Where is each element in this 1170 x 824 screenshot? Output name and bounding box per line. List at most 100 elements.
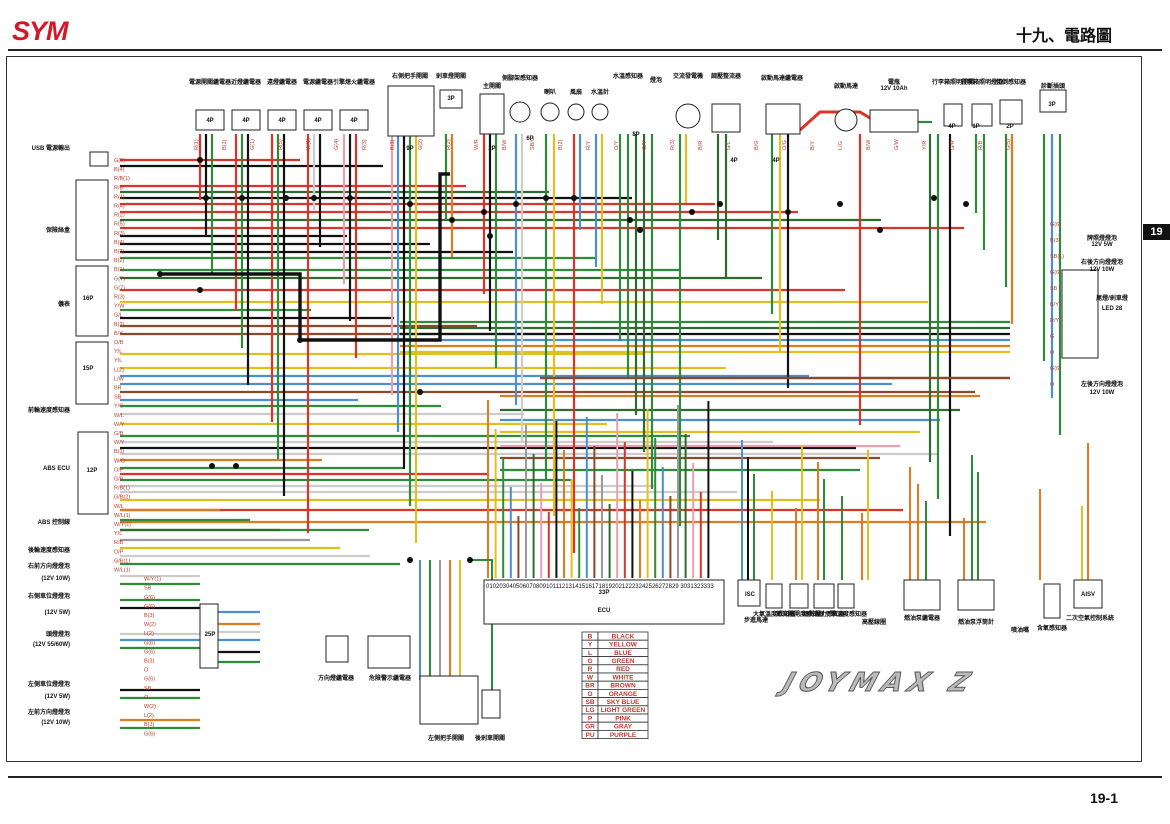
left-wire-code: SB	[114, 395, 122, 401]
top-caption-22: 傾倒感知器	[995, 78, 1027, 86]
led-taillight	[1061, 269, 1099, 359]
horn-icon	[540, 102, 560, 122]
connector-label: 6P	[526, 136, 533, 142]
top-wire-code: Y/R	[922, 141, 928, 150]
junction-dot	[837, 201, 843, 207]
bottom-caption-14: 燃油泵浮筒計	[958, 618, 994, 626]
left-wire-code: SB	[144, 586, 152, 592]
top-wire-code: B/G	[754, 141, 760, 150]
usb-output	[89, 151, 109, 167]
bottom-caption-5: 33P	[599, 590, 610, 596]
hazard-relay	[367, 635, 411, 669]
junction-dot	[481, 209, 487, 215]
top-wire-code: L/G	[838, 141, 844, 150]
right-wire-code: G	[1050, 334, 1054, 340]
junction-dot	[487, 233, 493, 239]
junction-dot	[297, 337, 303, 343]
top-caption-20: 行李箱照明開關	[931, 78, 974, 86]
bottom-caption-13: 燃油泵繼電器	[904, 614, 941, 622]
bottom-caption-10: 絕對壓力感知器	[803, 610, 846, 618]
connector-label: 4P	[314, 118, 321, 124]
top-wire-code: B(3)	[390, 139, 396, 150]
headlight-6p-connector	[199, 603, 219, 669]
top-wire-code: G(4)	[334, 139, 340, 150]
side-stand-sensor	[509, 101, 531, 123]
left-wire-code: G(5)	[114, 158, 125, 164]
tas-box	[765, 583, 783, 609]
left-wire-code: W/Y(1)	[144, 577, 161, 583]
top-components	[195, 85, 1067, 137]
power-switch-relay	[195, 109, 225, 131]
connector-label: 12P	[87, 468, 98, 474]
trunk-light-switch	[943, 103, 963, 127]
connector-label: 8P	[632, 132, 639, 138]
left-caption-6: 後輪速度感知器	[28, 546, 71, 554]
main-switch	[479, 93, 505, 135]
left-wire-code: G/B(2)	[114, 495, 130, 501]
left-wire-code: L(2)	[114, 367, 124, 373]
top-caption-12: 水溫感知器	[613, 72, 644, 80]
left-wire-code: B(1)	[114, 449, 125, 455]
map-box	[813, 583, 835, 609]
top-caption-13: 燈泡	[650, 76, 662, 84]
legend-code: BR	[585, 683, 595, 690]
connector-label: 3P	[447, 96, 454, 102]
top-caption-23: 診斷插頭	[1041, 82, 1066, 90]
left-wire-code: R(1)	[114, 194, 125, 200]
top-wire-code: B/Y	[810, 141, 816, 150]
chapter-title: 十九、電路圖	[1015, 26, 1112, 45]
left-wire-code: G/L	[114, 313, 123, 319]
oxygen-sensor	[1043, 583, 1061, 619]
connector-label: 9P	[406, 146, 413, 152]
right-wire-code: G(6)	[1050, 270, 1061, 276]
regulator-rectifier	[711, 103, 741, 133]
bottom-components	[483, 269, 1103, 625]
top-caption-7: 主開關	[483, 82, 501, 90]
left-caption-13: 左側車位燈燈泡	[27, 680, 70, 688]
junction-dot	[717, 201, 723, 207]
left-wire-code: R/B(1)	[114, 176, 130, 182]
left-caption-16: (12V 10W)	[41, 720, 70, 726]
top-caption-18: 電瓶	[888, 78, 900, 86]
power-relay	[303, 109, 333, 131]
left-caption-9: 右側車位燈燈泡	[27, 592, 70, 600]
brake-light-switch	[439, 89, 463, 109]
top-wire-code: O/G	[782, 140, 788, 150]
left-caption-7: 右前方向燈燈泡	[27, 562, 70, 570]
left-caption-5: ABS 控制線	[38, 518, 70, 526]
junction-dot	[407, 201, 413, 207]
top-caption-2: 遠燈繼電器	[267, 78, 298, 86]
junction-dot	[203, 195, 209, 201]
right-caption-1: 12V 5W	[1091, 242, 1113, 248]
left-wire-code: O/B	[114, 340, 124, 346]
bottom-caption-7: 步進馬達	[744, 616, 769, 624]
battery	[869, 109, 919, 133]
left-wire-code: G/B	[114, 431, 124, 437]
left-wire-code: O/P	[114, 549, 124, 555]
top-wire-code: B(1)	[222, 139, 228, 150]
connector-label: 16P	[83, 296, 94, 302]
left-wire-code: L(2)	[144, 713, 154, 719]
left-wire-code: W/Y	[114, 422, 125, 428]
legend-name: GREEN	[611, 658, 634, 665]
top-wire-code: R(3)	[670, 139, 676, 150]
top-wire-code: G/W	[894, 138, 900, 150]
fuse-box	[75, 179, 109, 261]
chapter-tab[interactable]: 19	[1143, 224, 1170, 240]
junction-dot	[407, 557, 413, 563]
left-wire-code: W/Y	[114, 440, 125, 446]
left-wire-code: BR	[114, 386, 122, 392]
left-wire-code: B(3)	[144, 659, 155, 665]
left-wire-code: W/L(1)	[114, 513, 131, 519]
top-wire-code: R/B	[978, 141, 984, 151]
left-wire-code: G(6)	[144, 649, 155, 655]
left-wire-code: R(3)	[114, 231, 125, 237]
left-wire-code: R/B	[114, 185, 124, 191]
junction-dot	[157, 271, 163, 277]
left-wire-code: W/L	[114, 413, 124, 419]
right-wire-code: G(6)	[1050, 366, 1061, 372]
meter-block-a	[75, 265, 109, 337]
top-wire-code: G/R	[950, 140, 956, 150]
legend-name: LIGHT GREEN	[601, 707, 646, 714]
